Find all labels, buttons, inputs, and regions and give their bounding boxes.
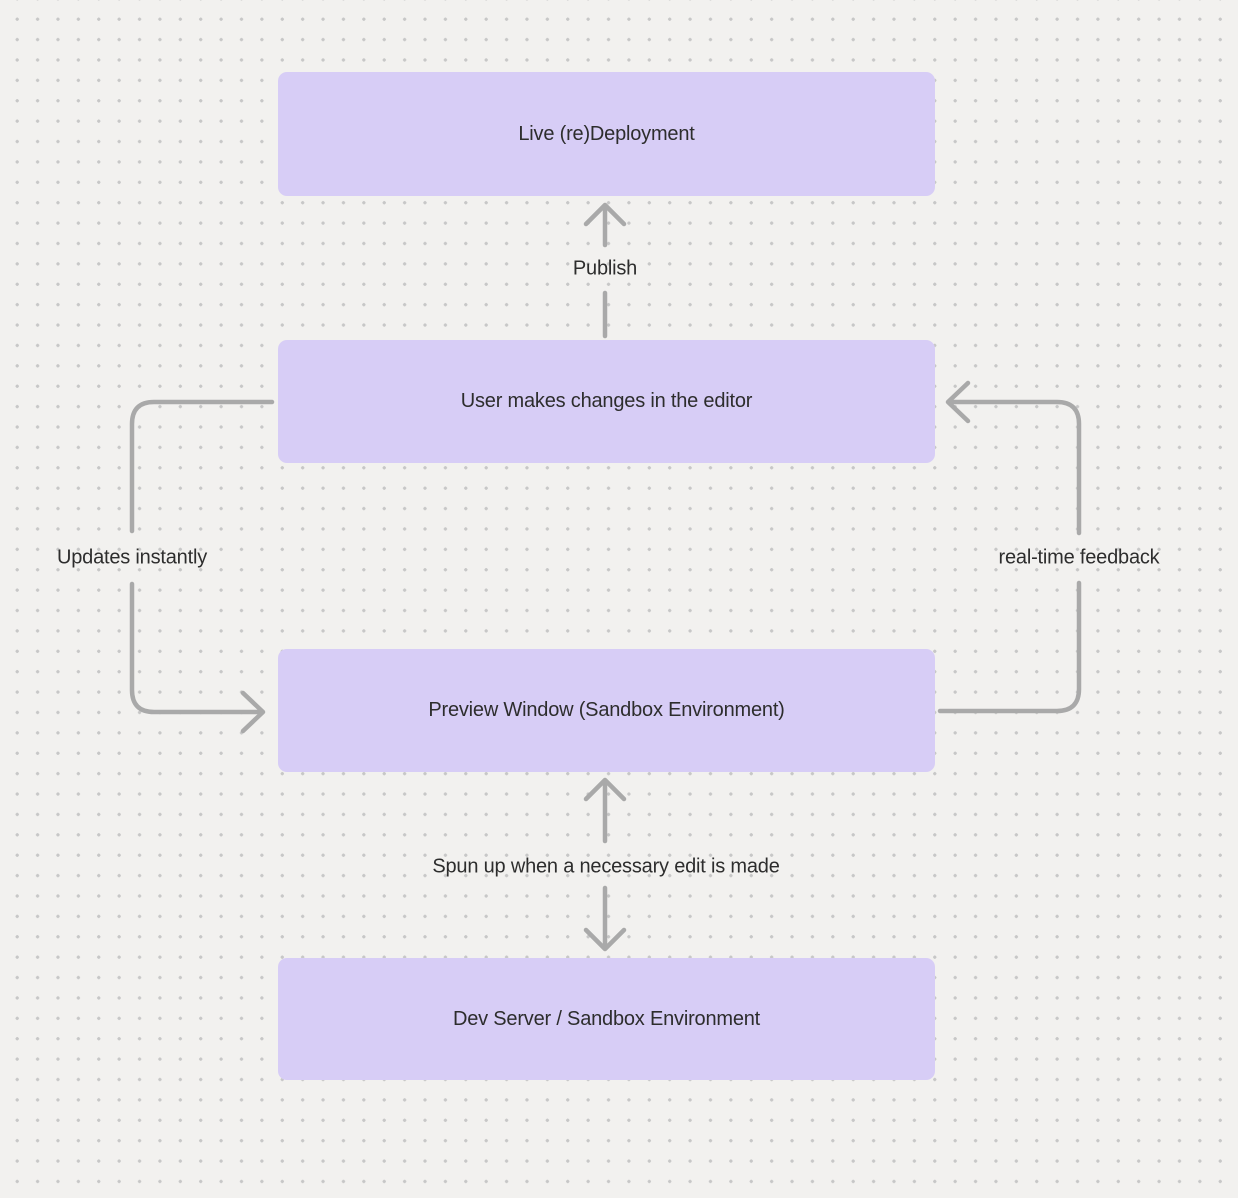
node-dev-server[interactable]: Dev Server / Sandbox Environment [278,958,935,1080]
edge-label-real-time-feedback[interactable]: real-time feedback [998,546,1160,569]
edge-label-publish[interactable]: Publish [572,257,638,280]
edge-label-spun-up[interactable]: Spun up when a necessary edit is made [432,855,780,878]
edge-label-updates-instantly[interactable]: Updates instantly [56,546,208,569]
node-dev-server-label: Dev Server / Sandbox Environment [452,1007,761,1030]
node-preview-window-label: Preview Window (Sandbox Environment) [428,699,785,721]
node-preview-window[interactable]: Preview Window (Sandbox Environment) [278,649,935,772]
node-live-redeployment[interactable]: Live (re)Deployment [278,72,935,196]
node-user-editor[interactable]: User makes changes in the editor [278,340,935,463]
node-live-redeployment-label: Live (re)Deployment [518,122,695,145]
node-user-editor-label: User makes changes in the editor [460,390,753,412]
